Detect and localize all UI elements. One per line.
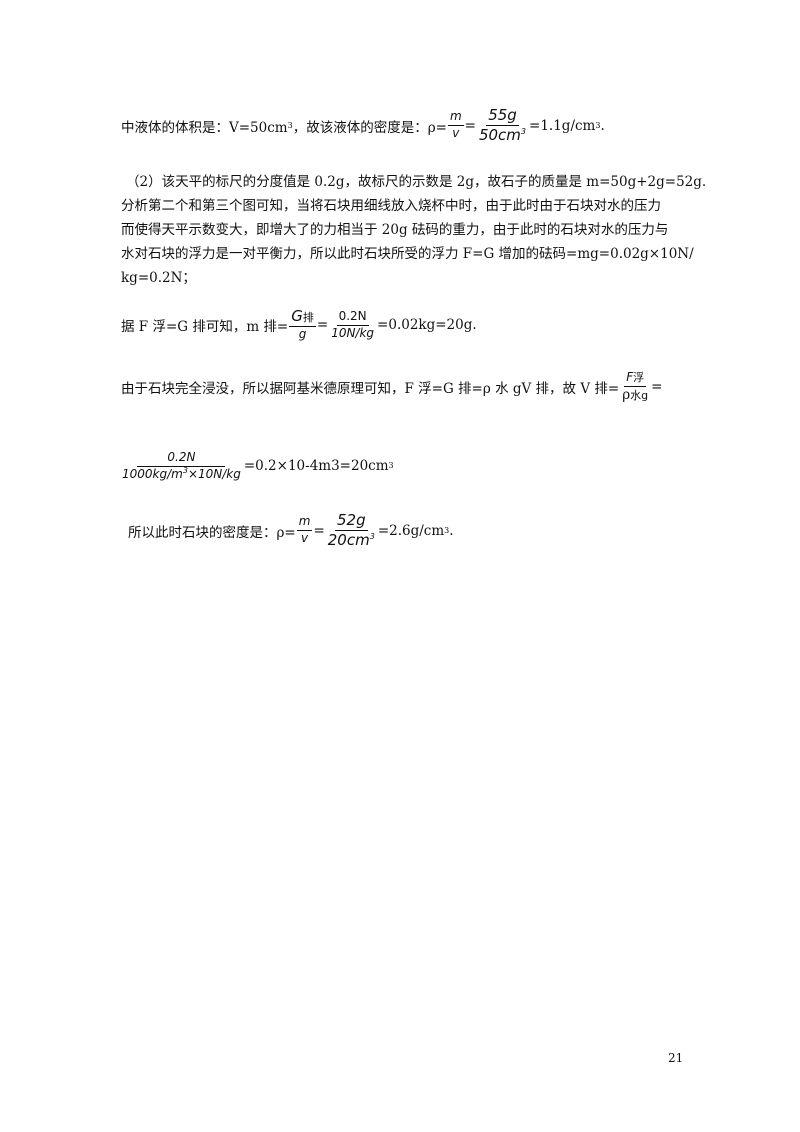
text-segment: 据 F 浮=G 排可知，m 排= <box>121 319 289 336</box>
text-segment: kg=0.2N； <box>121 270 196 286</box>
denominator: 10N/kg <box>331 325 375 340</box>
numerator: 55g <box>486 106 519 127</box>
text-line-8: 由于石块完全浸没，所以据阿基米德原理可知，F 浮=G 排=ρ 水 gV 排，故 … <box>121 370 663 403</box>
page-number: 21 <box>668 1051 684 1065</box>
text-segment: =1.1g/cm <box>529 117 596 134</box>
text-line-4: 而使得天平示数变大，即增大了的力相当于 20g 砝码的重力，由于此时的石块对水的… <box>121 218 668 238</box>
numerator: 0.2N <box>336 309 369 326</box>
text-segment: . <box>600 117 605 134</box>
denominator: 20cm3 <box>327 531 375 550</box>
text-segment: 中液体的体积是：V=50cm <box>121 119 288 136</box>
text-segment: =0.02kg=20g. <box>377 317 477 334</box>
denominator: g <box>298 327 307 342</box>
numerator: 0.2N <box>137 450 226 467</box>
text-segment: 而使得天平示数变大，即增大了的力相当于 20g 砝码的重力，由于此时的石块对水的… <box>121 222 669 238</box>
numerator: m <box>296 515 313 532</box>
text-segment: =2.6g/cm <box>377 522 445 539</box>
text-line-6: kg=0.2N； <box>121 266 196 286</box>
text-line-3: 分析第二个和第三个图可知，当将石块用细线放入烧杯中时，由于此时由于石块对水的压力 <box>121 194 661 214</box>
denominator: v <box>452 126 460 141</box>
numerator: F浮 <box>624 370 647 387</box>
text-segment: （2）该天平的标尺的分度值是 0.2g，故标尺的示数是 2g，故石子的质量是 m… <box>126 174 707 190</box>
numerator: 52g <box>334 511 368 532</box>
denominator: ρ水g <box>622 386 649 403</box>
numerator: G排 <box>289 307 316 328</box>
text-segment: ，故该液体的密度是：ρ= <box>292 119 447 136</box>
equals-sign: = <box>316 317 329 334</box>
text-segment: =0.2×10-4m3=20cm <box>243 458 389 475</box>
denominator: 1000kg/m3×10N/kg <box>122 465 241 481</box>
text-segment: 水对石块的浮力是一对平衡力，所以此时石块所受的浮力 F=G 增加的砝码=mg=0… <box>121 246 694 262</box>
equals-sign: = <box>464 117 476 134</box>
equals-sign: = <box>313 522 325 539</box>
text-segment: 所以此时石块的密度是：ρ= <box>128 524 296 541</box>
text-line-2: （2）该天平的标尺的分度值是 0.2g，故标尺的示数是 2g，故石子的质量是 m… <box>126 170 706 190</box>
numerator: m <box>447 110 464 127</box>
text-segment: 由于石块完全浸没，所以据阿基米德原理可知，F 浮=G 排=ρ 水 gV 排，故 … <box>121 381 620 398</box>
text-line-5: 水对石块的浮力是一对平衡力，所以此时石块所受的浮力 F=G 增加的砝码=mg=0… <box>121 242 694 262</box>
denominator: v <box>301 531 309 546</box>
text-segment: 分析第二个和第三个图可知，当将石块用细线放入烧杯中时，由于此时由于石块对水的压力 <box>121 198 661 214</box>
text-segment: . <box>449 522 454 539</box>
denominator: 50cm3 <box>478 126 527 145</box>
text-segment: = <box>651 379 663 396</box>
